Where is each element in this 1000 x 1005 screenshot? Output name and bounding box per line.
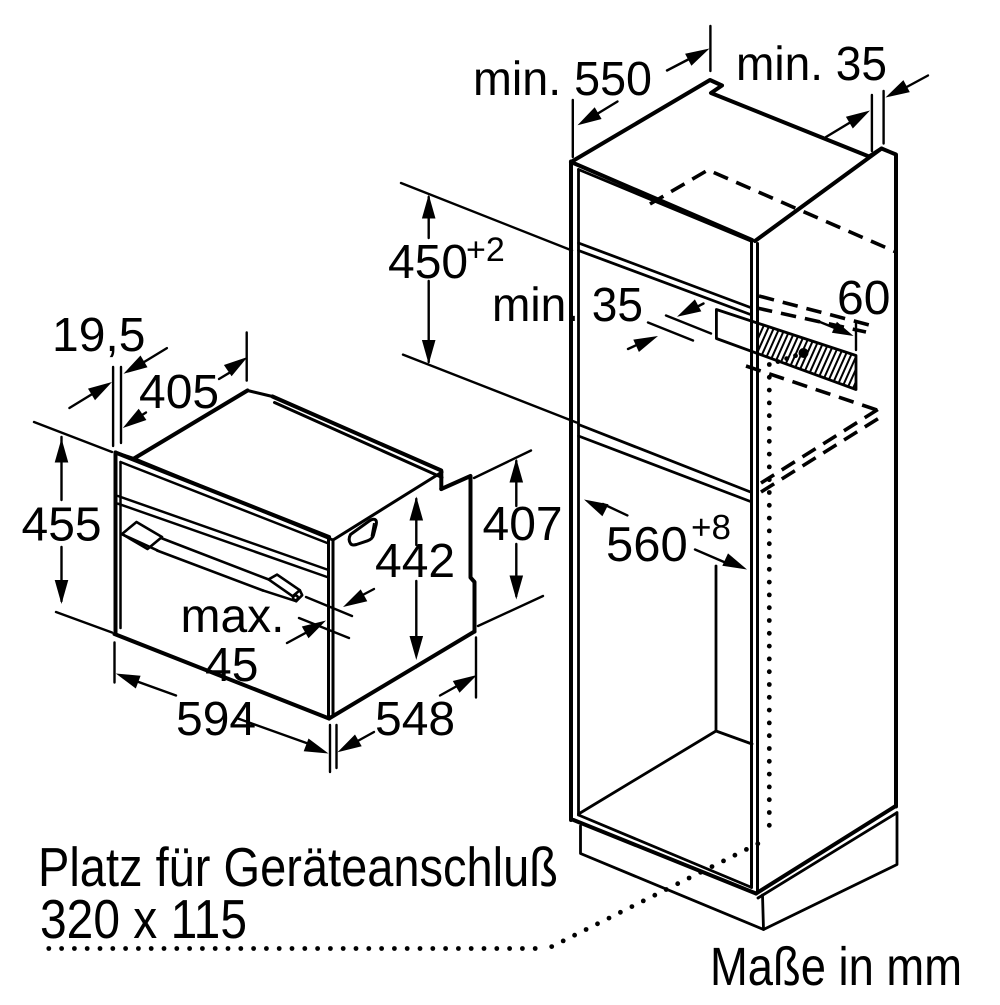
svg-text:442: 442 (375, 535, 455, 588)
svg-text:19,5: 19,5 (52, 309, 145, 362)
svg-text:45: 45 (205, 639, 258, 692)
svg-text:450: 450 (388, 236, 468, 289)
svg-text:+2: +2 (466, 231, 505, 269)
svg-text:min. 35: min. 35 (492, 279, 643, 332)
svg-text:320 x 115: 320 x 115 (40, 888, 247, 950)
svg-text:594: 594 (176, 693, 256, 746)
svg-text:min. 550: min. 550 (473, 53, 652, 106)
svg-text:min. 35: min. 35 (736, 38, 887, 91)
svg-text:Maße in mm: Maße in mm (710, 937, 962, 997)
svg-text:405: 405 (139, 366, 219, 419)
svg-text:560: 560 (606, 518, 688, 572)
svg-text:548: 548 (375, 693, 455, 746)
svg-text:407: 407 (483, 498, 563, 551)
svg-text:60: 60 (837, 272, 890, 325)
svg-text:455: 455 (22, 499, 102, 552)
svg-text:max.: max. (181, 590, 285, 643)
svg-text:Platz für Geräteanschluß: Platz für Geräteanschluß (38, 836, 558, 898)
svg-text:+8: +8 (691, 508, 731, 547)
